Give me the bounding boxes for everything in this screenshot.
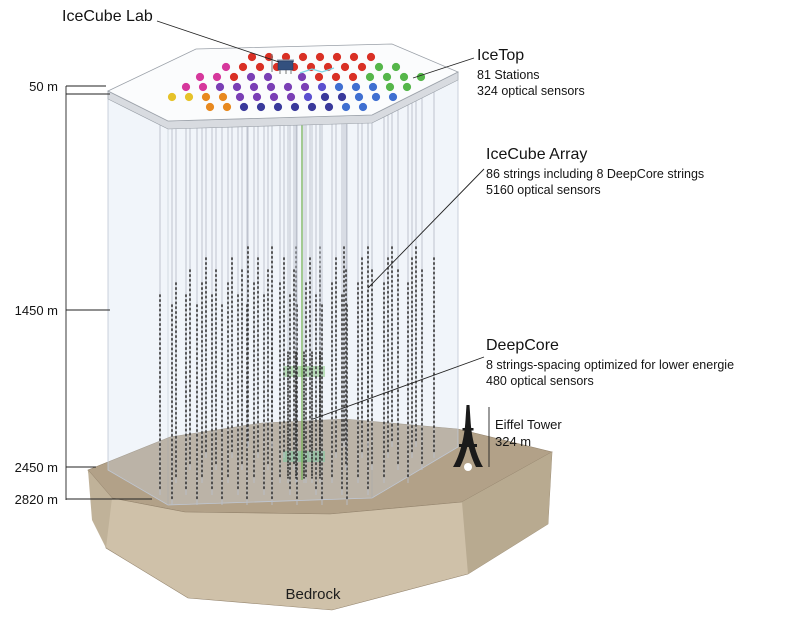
deepcore-line2: 480 optical sensors [486, 373, 594, 388]
deepcore-title: DeepCore [486, 337, 559, 354]
icecube-array-line1: 86 strings including 8 DeepCore strings [486, 167, 705, 181]
eiffel-annotation: Eiffel Tower 324 m [495, 416, 562, 450]
icecube-array-title: IceCube Array [486, 146, 588, 163]
icecube-array-line2: 5160 optical sensors [486, 182, 601, 197]
icetop-surface [107, 43, 459, 130]
deepcore-line1: 8 strings-spacing optimized for lower en… [486, 358, 735, 372]
leader-lines [156, 20, 490, 467]
icetop-annotation: IceTop 81 Stations 324 optical sensors [477, 47, 585, 99]
depth-label-50m: 50 m [29, 79, 58, 94]
eiffel-title: Eiffel Tower [495, 417, 562, 432]
eiffel-height: 324 m [495, 434, 532, 449]
icetop-line1: 81 Stations [477, 68, 540, 82]
depth-label-2450m: 2450 m [14, 460, 58, 475]
icecube-lab-icon [271, 54, 335, 74]
deepcore-strings [287, 112, 321, 483]
bedrock-label: Bedrock [285, 586, 341, 603]
icetop-line2: 324 optical sensors [477, 83, 585, 98]
detector-strings [159, 58, 435, 505]
deepcore-annotation: DeepCore 8 strings-spacing optimized for… [486, 337, 734, 389]
eiffel-tower-icon [453, 405, 483, 471]
icecube-lab-label: IceCube Lab [62, 8, 153, 25]
depth-axis [65, 85, 152, 500]
icetop-title: IceTop [477, 47, 525, 64]
depth-label-2820m: 2820 m [14, 492, 58, 507]
depth-label-1450m: 1450 m [14, 303, 58, 318]
icecube-array-annotation: IceCube Array 86 strings including 8 Dee… [486, 146, 704, 198]
